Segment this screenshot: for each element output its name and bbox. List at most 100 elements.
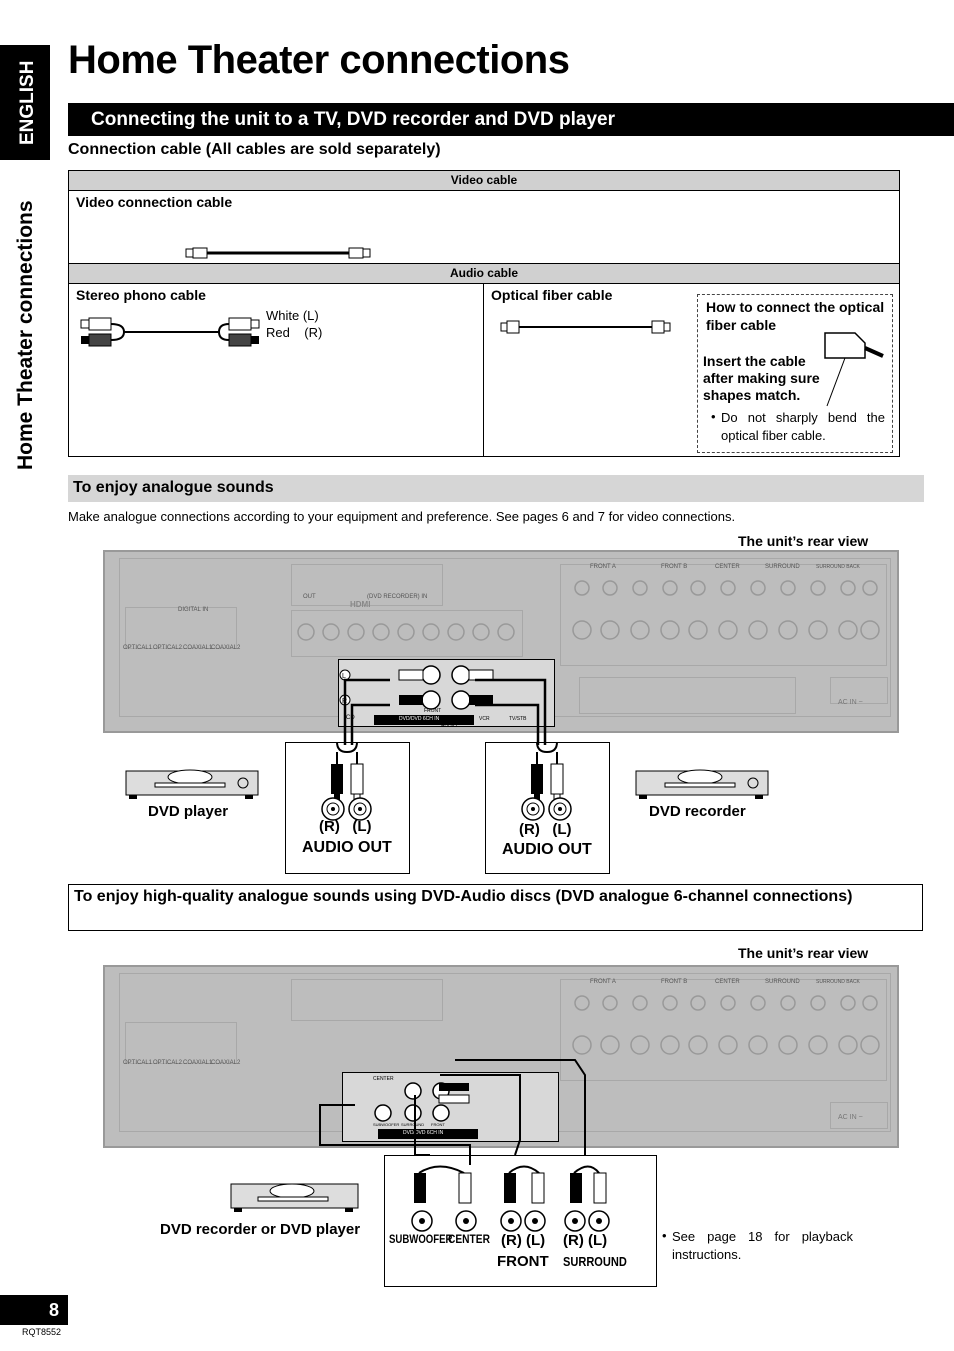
white-l-label: White (L) <box>266 308 319 323</box>
ac-in-label: AC IN ~ <box>838 699 863 706</box>
video-cable-icon <box>185 247 371 259</box>
rear-panel-1: OPTICAL1 OPTICAL2 COAXIAL1 COAXIAL2 DIGI… <box>103 550 899 733</box>
audio-out-jacks-player <box>321 797 372 821</box>
side-section-label: Home Theater connections <box>14 200 37 470</box>
surround-label: SURROUND <box>765 564 800 570</box>
video-connection-label: Video connection cable <box>76 194 233 210</box>
six-channel-jacks <box>374 1082 470 1122</box>
dvd-player-icon <box>125 769 259 799</box>
audio-label: AUDIO <box>441 723 457 729</box>
optical2-label: OPTICAL2 <box>153 645 183 651</box>
howto-box <box>697 294 893 453</box>
stereo-phono-label: Stereo phono cable <box>76 287 206 303</box>
center-label: CENTER <box>715 564 740 570</box>
howto-insert: Insert the cable after making sure shape… <box>703 353 820 403</box>
vcr-label: VCR <box>479 716 490 722</box>
surround-out-label: SURROUND <box>563 1254 627 1269</box>
rl-front-label: (R) (L) <box>501 1232 546 1249</box>
hdmi-logo: HDMI <box>350 600 371 609</box>
cable-heading: Connection cable (All cables are sold se… <box>68 141 441 158</box>
section-heading: Connecting the unit to a TV, DVD recorde… <box>68 103 954 136</box>
six-channel-jacks-out <box>411 1210 610 1232</box>
rear-view-label-2: The unit’s rear view <box>738 945 869 961</box>
bullet-icon: • <box>711 409 716 424</box>
optical-fiber-label: Optical fiber cable <box>491 287 613 303</box>
analogue-intro: Make analogue connections according to y… <box>68 509 736 524</box>
rl-label-player: (R) (L) <box>319 818 372 835</box>
left-jacks-1 <box>297 623 515 641</box>
howto-title: How to connect the optical fiber cable <box>706 299 885 333</box>
audio-out-label-recorder: AUDIO OUT <box>502 841 592 858</box>
audio-out-box-player <box>285 742 410 874</box>
coaxial2-label-2: COAXIAL2 <box>211 1060 241 1066</box>
front-b-label: FRONT B <box>661 564 688 570</box>
page-title: Home Theater connections <box>68 38 570 82</box>
center-label-2: CENTER <box>715 979 740 985</box>
stereo-cable-cell: Stereo phono cable White (L) Red (R) <box>68 283 484 457</box>
document-code: RQT8552 <box>22 1327 62 1337</box>
optical1-label: OPTICAL1 <box>123 645 153 651</box>
surround-jack-label: SURROUND <box>401 1122 425 1127</box>
front-b-label-2: FRONT B <box>661 979 688 985</box>
six-channel-plugs <box>414 1165 607 1204</box>
dvd-device-label: DVD recorder or DVD player <box>160 1221 361 1238</box>
rear-panel-2: OPTICAL1 OPTICAL2 COAXIAL1 COAXIAL2 FRON… <box>103 965 899 1148</box>
front-a-label-2: FRONT A <box>590 979 616 985</box>
video-cable-cell: Video connection cable <box>68 190 900 264</box>
dvd-6ch-label: DVD/DVD 6CH IN <box>399 716 440 722</box>
note-bullet-icon: • <box>662 1228 667 1243</box>
subwoofer-label: SUBWOOFER <box>389 1232 453 1246</box>
audio-out-box-recorder <box>485 742 610 874</box>
rl-surround-label: (R) (L) <box>563 1232 608 1249</box>
front-jack-label: FRONT <box>431 1122 445 1127</box>
coaxial1-label-2: COAXIAL1 <box>183 1060 213 1066</box>
rear-view-label: The unit’s rear view <box>738 533 869 549</box>
video-cable-header: Video cable <box>68 170 900 191</box>
center-jack-label: CENTER <box>373 1076 394 1082</box>
optical-cable-icon <box>500 320 671 334</box>
cd-label: CD <box>346 715 355 721</box>
red-r-label: Red (R) <box>266 325 323 340</box>
dvd-recorder-in-label: (DVD RECORDER) IN <box>367 594 428 600</box>
optical2-label-2: OPTICAL2 <box>153 1060 183 1066</box>
front-out-label: FRONT <box>497 1253 549 1270</box>
dvd-recorder-icon <box>635 769 769 799</box>
hdmi-out-label: OUT <box>303 594 316 600</box>
surround-back-label: SURROUND BACK <box>816 564 860 570</box>
analogue-input-block: CD DVD/DVD 6CH IN VCR TV/STB AUDIO FRONT… <box>338 659 555 729</box>
coaxial2-label: COAXIAL2 <box>211 645 241 651</box>
rl-label-recorder: (R) (L) <box>519 821 572 838</box>
audio-out-jacks-recorder <box>521 797 572 821</box>
stereo-cable-icon <box>80 317 260 347</box>
coaxial1-label: COAXIAL1 <box>183 645 213 651</box>
tv-stb-label: TV/STB <box>509 716 527 722</box>
front-a-label: FRONT A <box>590 564 616 570</box>
front-label: FRONT <box>424 708 442 714</box>
language-label: ENGLISH <box>17 60 38 145</box>
playback-note: See page 18 for playback instructions. <box>672 1229 853 1262</box>
center-out-label: CENTER <box>448 1232 490 1246</box>
dvd-player-label: DVD player <box>148 803 229 820</box>
cable-table: Video cable Video connection cable Audio… <box>68 170 900 457</box>
digital-in-label: DIGITAL IN <box>178 607 209 613</box>
dvd-device-icon <box>230 1183 359 1212</box>
optical-plug-icon <box>824 332 884 407</box>
audio-out-label-player: AUDIO OUT <box>302 839 392 856</box>
analogue-heading: To enjoy analogue sounds <box>68 475 924 502</box>
analogue-jacks-1: L R <box>339 665 494 710</box>
ac-in-label-2: AC IN ~ <box>838 1114 863 1121</box>
audio-cable-header: Audio cable <box>68 263 900 284</box>
surround-label-2: SURROUND <box>765 979 800 985</box>
six-channel-output-box <box>384 1155 657 1287</box>
language-tab <box>0 45 50 160</box>
six-channel-block: DVD/DVD 6CH IN CENTER SUBWOOFER SURROUND… <box>342 1072 559 1142</box>
dvd-6ch-label-2: DVD/DVD 6CH IN <box>403 1130 444 1136</box>
page-number: 8 <box>0 1295 68 1325</box>
terminal-grid-1 <box>572 580 880 640</box>
optical-cable-cell: Optical fiber cable <box>483 283 900 457</box>
terminal-grid-2 <box>572 995 880 1055</box>
dvd-audio-heading: To enjoy high-quality analogue sounds us… <box>68 884 923 931</box>
howto-note: Do not sharply bend the optical fiber ca… <box>721 410 885 443</box>
surround-back-label-2: SURROUND BACK <box>816 979 860 985</box>
connection-lines-1 <box>343 678 547 745</box>
